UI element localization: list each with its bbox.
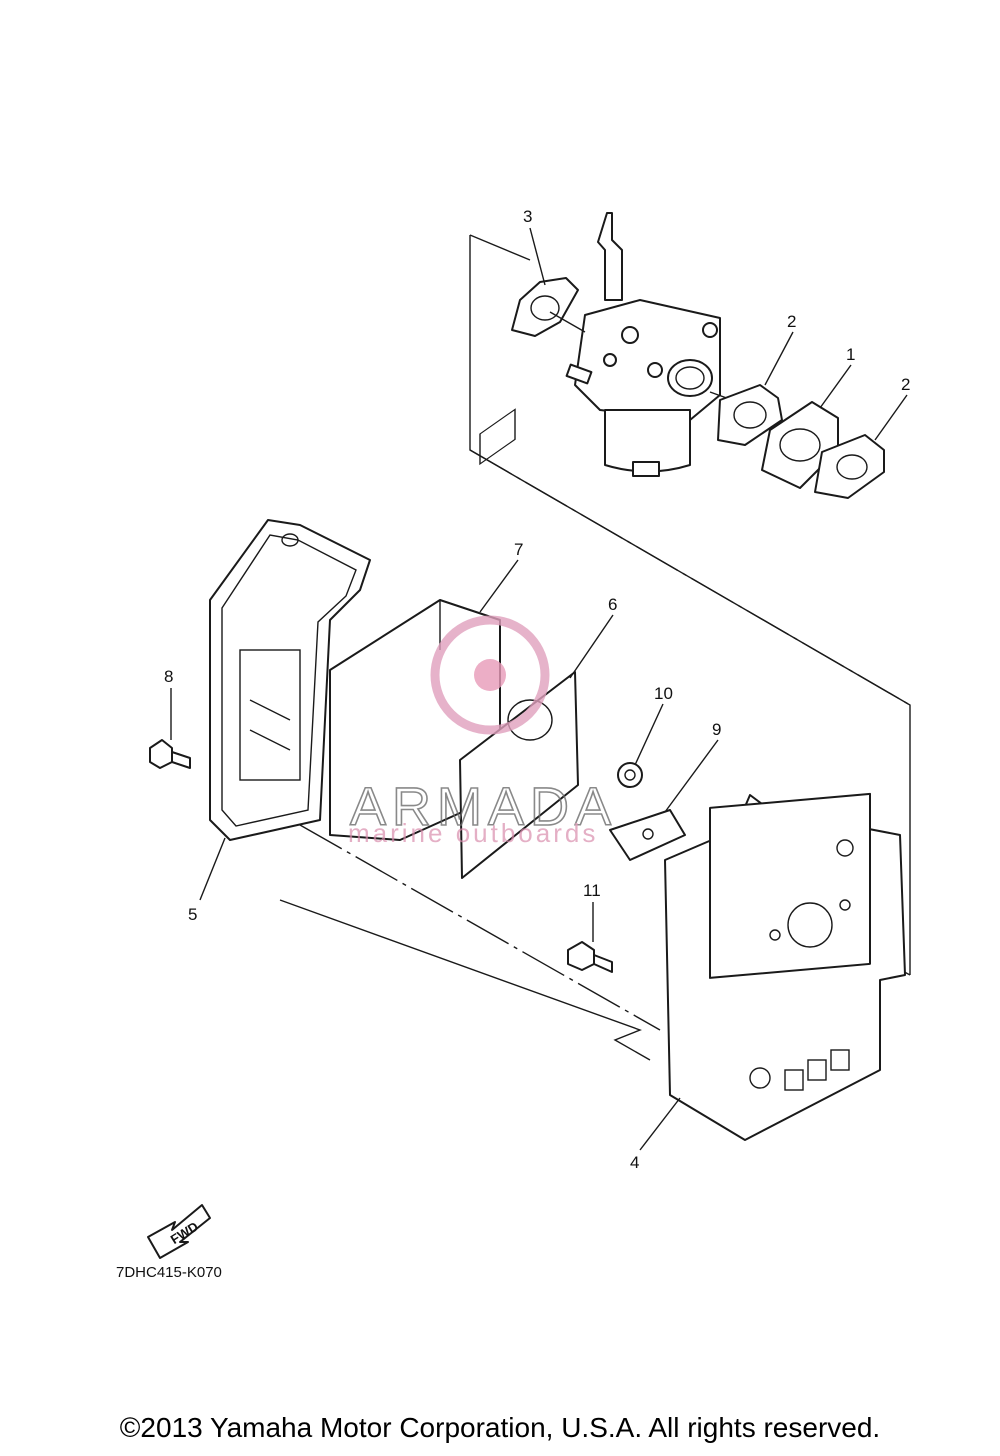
air-cleaner-case-5 bbox=[209, 519, 371, 841]
gasket-9 bbox=[609, 809, 686, 861]
callout-2-left: 2 bbox=[787, 312, 796, 331]
callout-6: 6 bbox=[608, 595, 617, 614]
callout-2-right: 2 bbox=[901, 375, 910, 394]
nut-10 bbox=[617, 762, 643, 788]
watermark: ARMADA marine outboards bbox=[348, 615, 617, 848]
bolt-11 bbox=[567, 941, 613, 973]
bolt-8 bbox=[149, 739, 191, 769]
gasket-3 bbox=[511, 277, 586, 337]
callout-7: 7 bbox=[514, 540, 523, 559]
watermark-tagline: marine outboards bbox=[348, 818, 598, 848]
callout-1: 1 bbox=[846, 345, 855, 364]
callout-5: 5 bbox=[188, 905, 197, 924]
gasket-2-right bbox=[814, 434, 885, 499]
callout-leaders bbox=[170, 227, 908, 1151]
callout-9: 9 bbox=[712, 720, 721, 739]
diagram-code: 7DHC415-K070 bbox=[116, 1264, 222, 1281]
callout-10: 10 bbox=[654, 684, 673, 703]
callout-8: 8 bbox=[164, 667, 173, 686]
callout-labels: 1 2 2 3 4 5 6 7 8 9 10 11 bbox=[164, 207, 910, 1172]
callout-11: 11 bbox=[583, 881, 601, 900]
fwd-arrow-icon: FWD bbox=[147, 1204, 211, 1259]
watermark-brand-name: ARMADA bbox=[350, 777, 617, 837]
watermark-logo-ring bbox=[430, 615, 550, 735]
carburetor bbox=[565, 212, 761, 477]
gasket-2-left bbox=[717, 384, 783, 446]
copyright-notice: ©2013 Yamaha Motor Corporation, U.S.A. A… bbox=[119, 1412, 881, 1443]
watermark-logo-core bbox=[474, 659, 506, 691]
air-cleaner-cover-4 bbox=[664, 792, 906, 1141]
callout-4: 4 bbox=[630, 1153, 639, 1172]
callout-3: 3 bbox=[523, 207, 532, 226]
